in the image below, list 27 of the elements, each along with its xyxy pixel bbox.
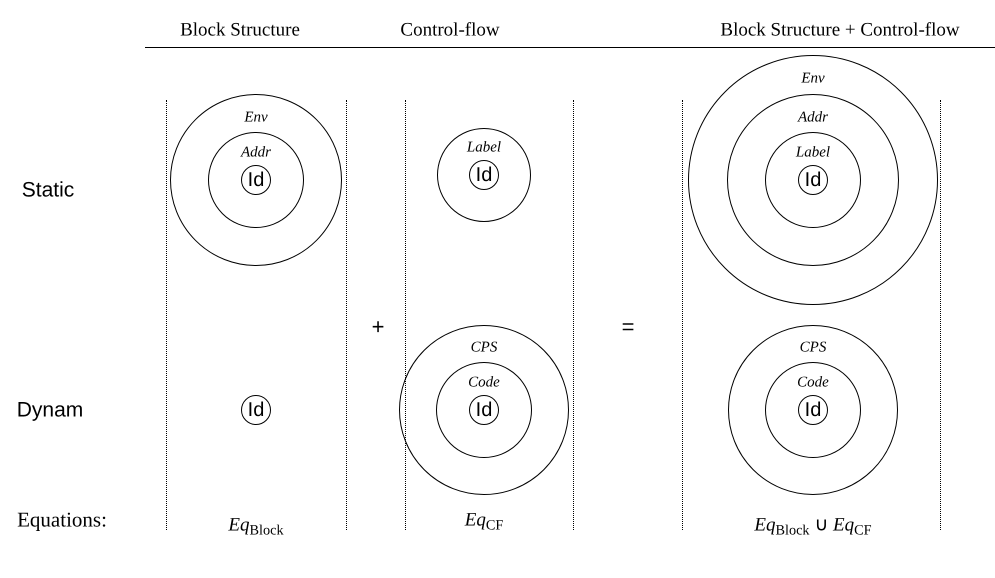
node-label: CPS (470, 340, 498, 356)
node-label: Code (797, 375, 829, 390)
node-label: Label (796, 145, 830, 160)
node-label: Env (244, 110, 268, 126)
node-label: Id (804, 400, 822, 420)
equation-label: Eq$_{CF}$ (464, 510, 504, 530)
operator-symbol: + (372, 316, 384, 338)
row-label: Dynam (16, 400, 84, 420)
equation-label: Eq$_{Block}$ (228, 516, 284, 534)
column-heading: Control-flow (400, 20, 500, 40)
node-label: Label (466, 140, 502, 156)
column-heading: Block Structure (180, 20, 300, 40)
node-label: Env (801, 72, 825, 87)
column-heading: Block Structure + Control-flow (720, 20, 960, 40)
row-label: Equations: (17, 510, 107, 530)
node-label: Addr (798, 110, 828, 126)
node-label: Id (476, 400, 492, 420)
node-label: Id (248, 400, 264, 420)
node-label: Id (248, 170, 264, 190)
row-label: Static (22, 180, 74, 200)
operator-symbol: = (622, 316, 634, 338)
node-label: Addr (241, 145, 271, 160)
node-label: CPS (800, 340, 826, 356)
node-label: Code (468, 375, 500, 390)
equation-label: Eq$_{Block}$ ∪ Eq$_{CF}$ (754, 516, 872, 534)
node-label: Id (476, 165, 492, 185)
node-label: Id (804, 170, 822, 190)
